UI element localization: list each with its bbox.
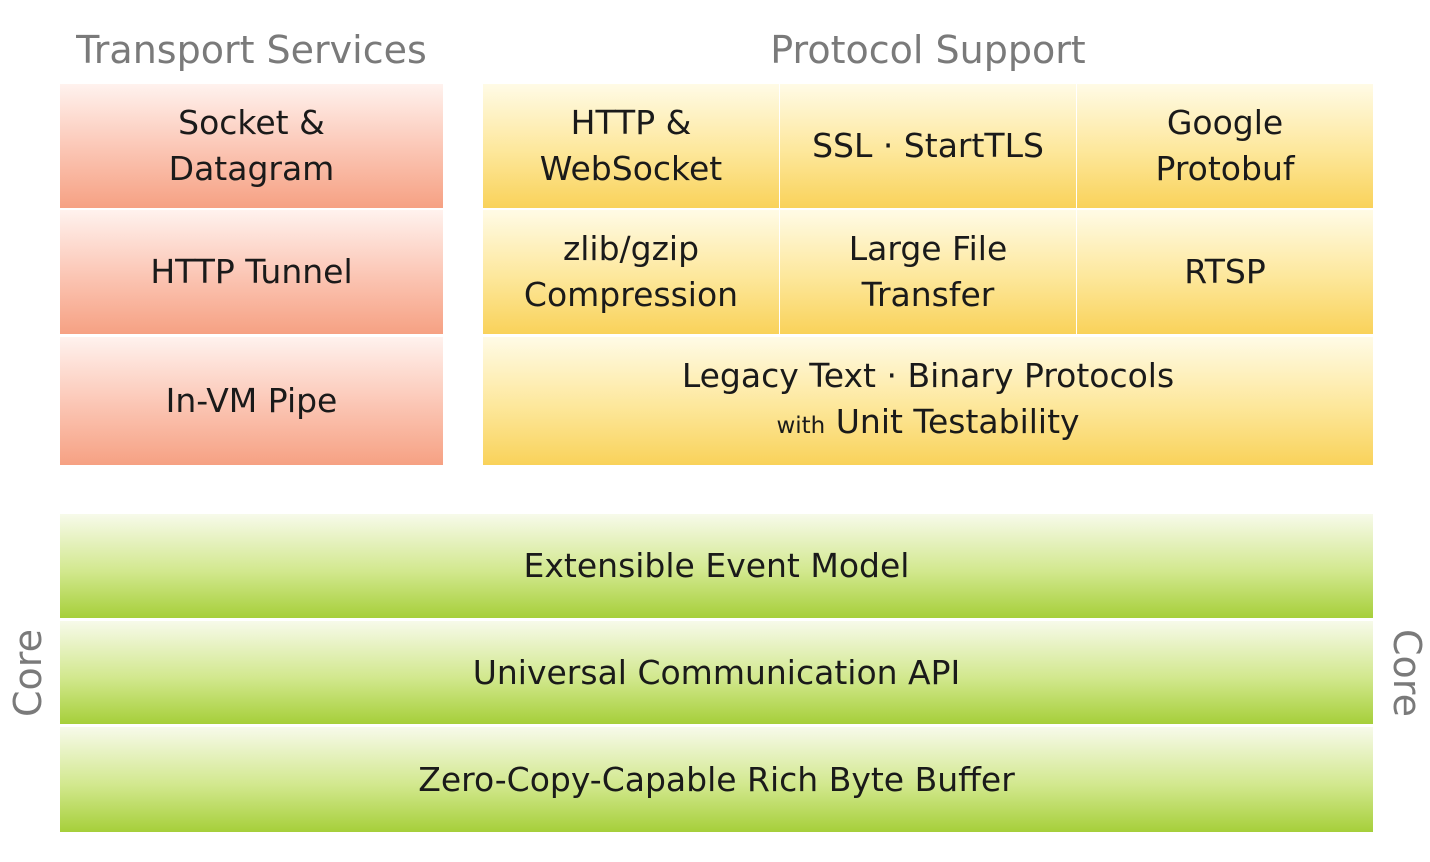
- protocol-support-title: Protocol Support: [770, 28, 1086, 72]
- transport-in-vm-pipe: In-VM Pipe: [60, 337, 443, 465]
- transport-http-tunnel: HTTP Tunnel: [60, 210, 443, 334]
- protocol-legacy-text-binary: Legacy Text · Binary Protocols with Unit…: [483, 337, 1373, 465]
- transport-in-vm-pipe-label: In-VM Pipe: [165, 381, 338, 420]
- core-byte-buffer: Zero-Copy-Capable Rich Byte Buffer: [60, 727, 1373, 832]
- protocol-http-websocket-line1: HTTP &: [570, 103, 692, 142]
- protocol-legacy-with: with: [776, 413, 826, 439]
- transport-socket-datagram-line1: Socket &: [178, 103, 325, 142]
- protocol-large-file-transfer-line2: Transfer: [861, 275, 995, 314]
- protocol-zlib-gzip-line2: Compression: [523, 275, 739, 314]
- protocol-legacy-line2-wrap: with Unit Testability: [776, 399, 1079, 449]
- protocol-large-file-transfer: Large File Transfer: [780, 210, 1076, 334]
- core-label-left: Core: [6, 629, 50, 717]
- protocol-large-file-transfer-line1: Large File: [848, 229, 1008, 268]
- protocol-google-protobuf: Google Protobuf: [1077, 84, 1373, 208]
- protocol-http-websocket-line2: WebSocket: [539, 149, 723, 188]
- core-event-model: Extensible Event Model: [60, 514, 1373, 618]
- protocol-http-websocket: HTTP & WebSocket: [483, 84, 779, 208]
- protocol-google-protobuf-line1: Google: [1166, 103, 1284, 142]
- protocol-zlib-gzip: zlib/gzip Compression: [483, 210, 779, 334]
- protocol-ssl-starttls-label: SSL · StartTLS: [812, 126, 1044, 165]
- core-label-right: Core: [1385, 629, 1429, 717]
- core-communication-api-label: Universal Communication API: [472, 652, 961, 692]
- protocol-rtsp-label: RTSP: [1184, 252, 1266, 291]
- protocol-ssl-starttls: SSL · StartTLS: [780, 84, 1076, 208]
- protocol-rtsp: RTSP: [1077, 210, 1373, 334]
- protocol-zlib-gzip-line1: zlib/gzip: [562, 229, 700, 268]
- transport-socket-datagram: Socket & Datagram: [60, 84, 443, 208]
- core-event-model-label: Extensible Event Model: [523, 546, 910, 585]
- transport-http-tunnel-label: HTTP Tunnel: [150, 252, 353, 291]
- transport-socket-datagram-line2: Datagram: [168, 149, 335, 188]
- core-communication-api: Universal Communication API: [60, 621, 1373, 724]
- transport-services-title: Transport Services: [76, 28, 427, 72]
- protocol-google-protobuf-line2: Protobuf: [1155, 149, 1295, 188]
- protocol-legacy-line2: Unit Testability: [835, 402, 1080, 441]
- core-byte-buffer-label: Zero-Copy-Capable Rich Byte Buffer: [418, 759, 1015, 799]
- protocol-legacy-line1: Legacy Text · Binary Protocols: [681, 356, 1175, 395]
